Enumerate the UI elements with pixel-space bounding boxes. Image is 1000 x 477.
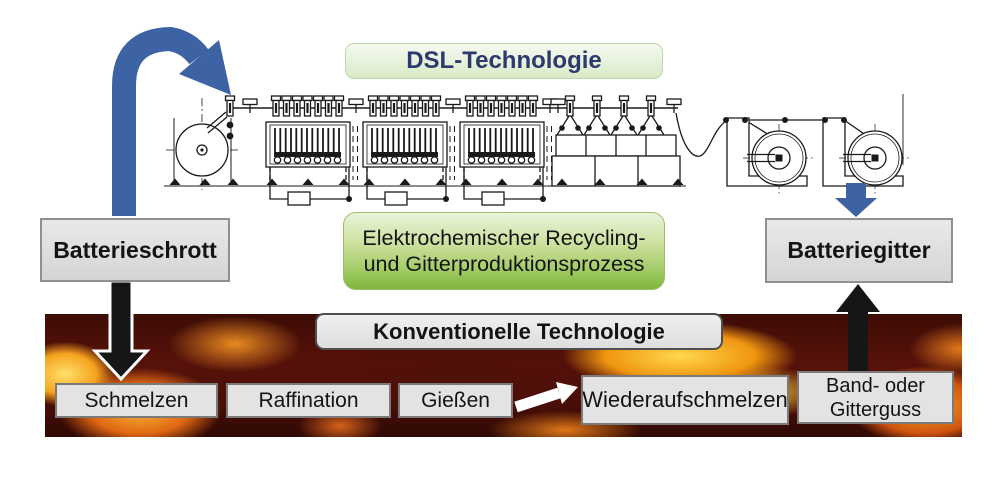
cast-line-2: Gitterguss xyxy=(829,398,922,421)
conventional-technology-label: Konventionelle Technologie xyxy=(315,313,723,350)
battery-grid-text: Batteriegitter xyxy=(787,237,931,263)
recycle-curve-arrowhead-icon xyxy=(179,40,231,95)
strip-catenary-line xyxy=(675,112,727,157)
step-giessen-text: Gießen xyxy=(421,388,490,412)
step-band-gitterguss-box: Band- oder Gitterguss xyxy=(797,371,954,424)
dsl-technology-label: DSL-Technologie xyxy=(345,43,663,79)
cast-to-grid-up-arrow-icon xyxy=(836,284,880,371)
step-schmelzen-box: Schmelzen xyxy=(55,383,218,418)
recycle-curve-arrow-icon xyxy=(112,26,209,216)
scrap-to-melt-down-arrow-icon xyxy=(91,279,151,382)
process-line-1: Elektrochemischer Recycling- xyxy=(362,225,646,250)
electrolysis-cells-drawing xyxy=(242,96,558,205)
winders-drawing xyxy=(722,94,912,195)
battery-grid-box: Batteriegitter xyxy=(765,218,953,283)
process-line-2: und Gitterproduktionsprozess xyxy=(363,252,645,276)
remelt-arrowhead-icon xyxy=(556,382,578,404)
step-wiederaufschmelzen-text: Wiederaufschmelzen xyxy=(582,387,788,412)
step-wiederaufschmelzen-box: Wiederaufschmelzen xyxy=(581,375,789,425)
electrochemical-process-label: Elektrochemischer Recycling- und Gitterp… xyxy=(343,212,665,290)
battery-scrap-text: Batterieschrott xyxy=(53,236,217,263)
conventional-technology-text: Konventionelle Technologie xyxy=(373,318,665,344)
step-raffination-box: Raffination xyxy=(226,383,391,418)
battery-scrap-box: Batterieschrott xyxy=(40,218,230,282)
cast-line-1: Band- oder xyxy=(826,374,925,397)
step-giessen-box: Gießen xyxy=(398,383,513,418)
rinse-section-drawing xyxy=(550,94,685,187)
payoff-reel-drawing xyxy=(166,94,240,190)
step-raffination-text: Raffination xyxy=(258,388,359,412)
remelt-arrow-shaft-icon xyxy=(514,387,561,413)
production-line-drawing xyxy=(164,94,912,205)
flow-arrows xyxy=(91,26,880,413)
grid-output-down-arrow-icon xyxy=(835,183,877,217)
step-schmelzen-text: Schmelzen xyxy=(84,388,189,412)
dsl-technology-text: DSL-Technologie xyxy=(406,47,602,74)
